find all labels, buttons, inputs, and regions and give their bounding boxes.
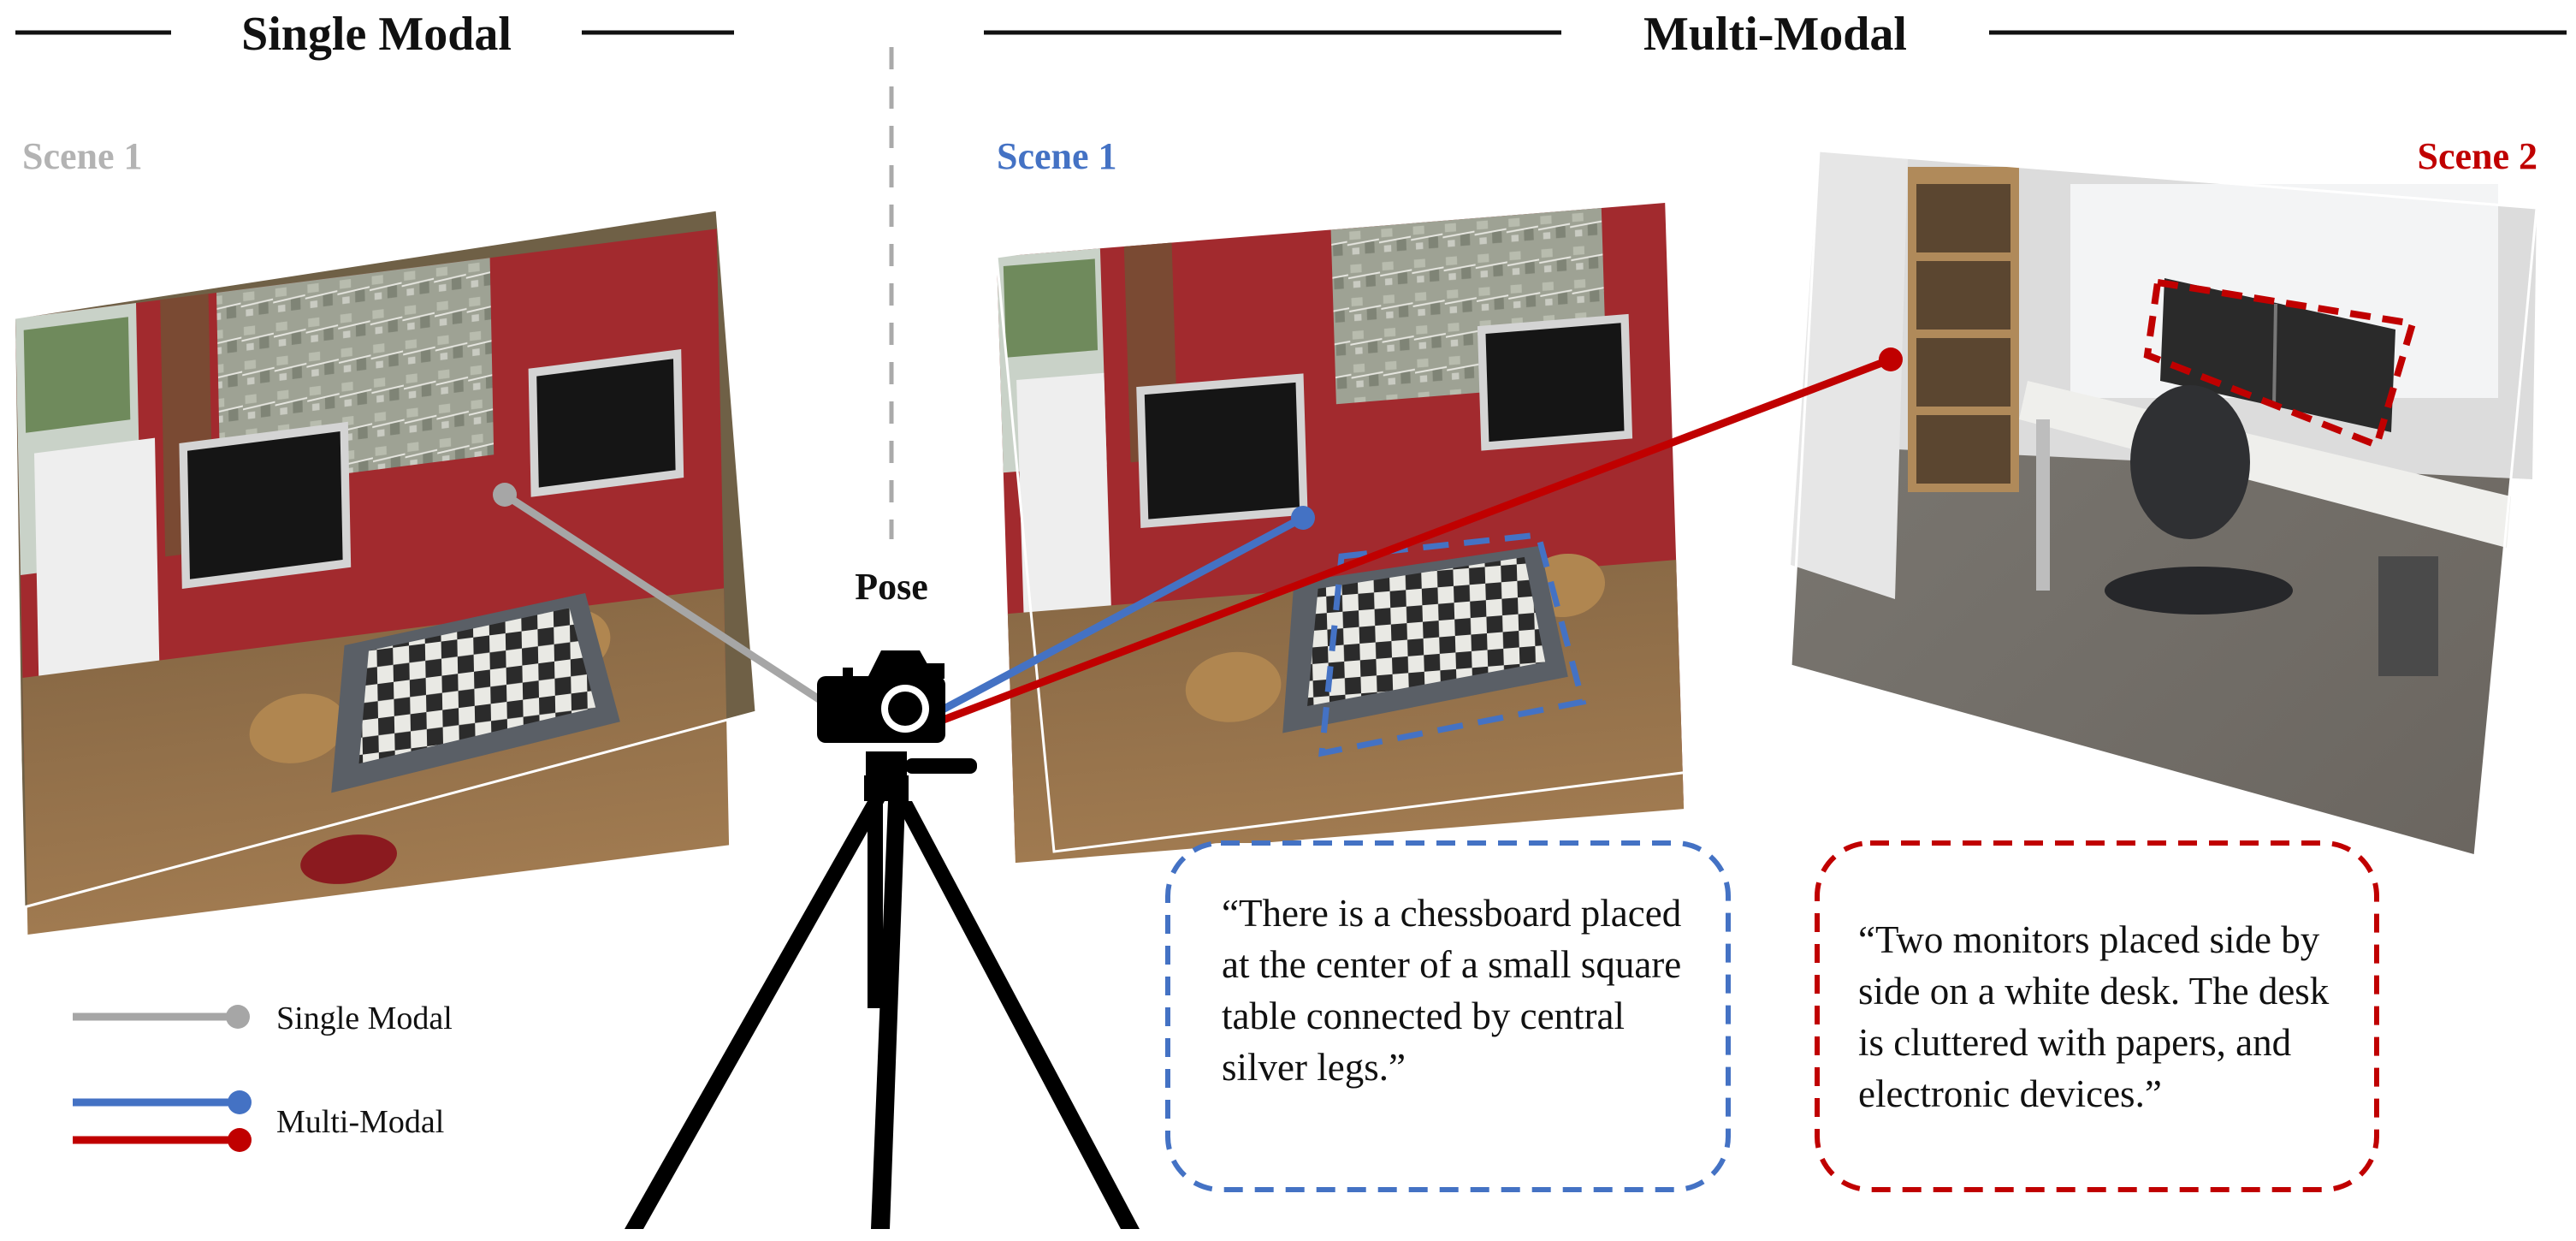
monitors-highlight-box — [2143, 278, 2418, 450]
scene-photo-multi-1 — [995, 152, 1738, 864]
camera-icon — [817, 650, 945, 743]
caption-box-scene2 — [1815, 840, 2379, 1192]
scene-photo-single — [9, 208, 758, 935]
legend: Single Modal Multi-Modal — [73, 1001, 453, 1152]
legend-label-multi: Multi-Modal — [276, 1104, 444, 1140]
tripod-icon — [625, 751, 1140, 1229]
pose-label: Pose — [855, 566, 928, 608]
single-modal-connection — [493, 483, 845, 718]
legend-item-multi: Multi-Modal — [73, 1090, 444, 1152]
chessboard-highlight-box — [1318, 531, 1587, 757]
scene-photo-multi-2 — [1789, 149, 2538, 858]
header-multi-modal: Multi-Modal — [984, 8, 2567, 61]
caption-box-scene1 — [1165, 840, 1731, 1192]
scene-label-multi-2: Scene 2 — [2417, 135, 2538, 177]
scene-label-multi-1: Scene 1 — [997, 135, 1117, 177]
multi-modal-connection-red — [939, 347, 1903, 725]
header-single-modal: Single Modal — [15, 8, 734, 61]
scene-label-single: Scene 1 — [22, 135, 143, 177]
header-single-modal-text: Single Modal — [241, 8, 512, 61]
caption-scene2: “Two monitors placed side by side on a w… — [1858, 918, 2330, 1115]
multi-modal-connection-blue — [926, 506, 1315, 721]
legend-item-single: Single Modal — [73, 1001, 453, 1036]
caption-scene1: “There is a chessboard placed at the cen… — [1222, 892, 1682, 1089]
header-multi-modal-text: Multi-Modal — [1643, 8, 1907, 61]
legend-label-single: Single Modal — [276, 1001, 453, 1036]
